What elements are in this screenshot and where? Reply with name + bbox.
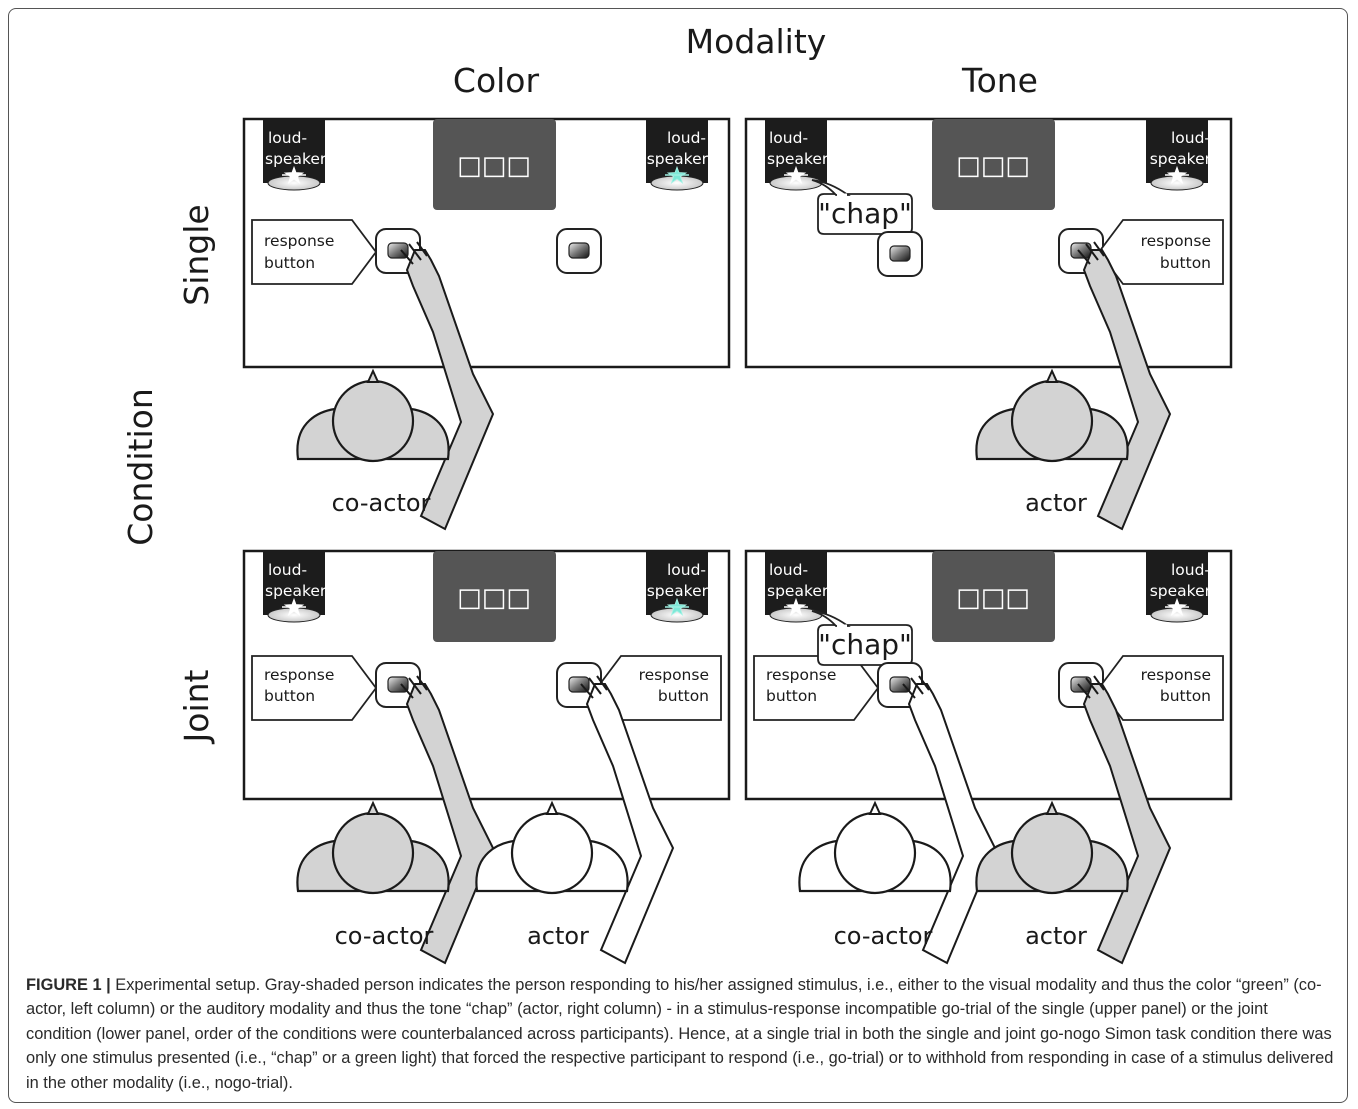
loudspeaker-right: loud- speaker — [1145, 550, 1212, 623]
loudspeaker-right: loud- speaker — [645, 550, 709, 623]
svg-text:speaker: speaker — [767, 582, 829, 600]
svg-text:speaker: speaker — [265, 150, 327, 168]
column-title-tone: Tone — [961, 61, 1038, 100]
svg-text:speaker: speaker — [767, 150, 829, 168]
screen-squares: □□□ — [956, 151, 1030, 181]
loudspeaker-right: loud- speaker — [645, 118, 709, 191]
panel-joint-tone: □□□ loud- speaker loud- speaker response… — [744, 549, 1233, 801]
svg-text:speaker: speaker — [265, 582, 327, 600]
svg-text:response: response — [1141, 232, 1211, 250]
co-actor-person — [798, 801, 952, 895]
co-actor-person — [296, 369, 450, 463]
experimental-setup-diagram: Modality Color Tone Condition Single Joi… — [121, 22, 1233, 964]
chap-speech-bubble: "chap" — [811, 179, 913, 235]
svg-text:loud-: loud- — [268, 129, 307, 147]
response-label-right: response button — [1098, 655, 1224, 721]
co-actor-person — [296, 801, 450, 895]
screen — [433, 551, 556, 642]
label-actor: actor — [527, 922, 589, 950]
response-button-left — [877, 231, 923, 277]
svg-text:loud-: loud- — [769, 129, 808, 147]
screen-squares: □□□ — [457, 583, 531, 613]
caption-label: FIGURE 1 | — [26, 976, 111, 994]
label-co-actor: co-actor — [332, 489, 431, 517]
svg-text:speaker: speaker — [1150, 150, 1212, 168]
svg-text:button: button — [264, 687, 315, 705]
screen — [433, 119, 556, 210]
svg-text:button: button — [1160, 254, 1211, 272]
screen-squares: □□□ — [956, 583, 1030, 613]
svg-text:speaker: speaker — [647, 150, 709, 168]
screen — [932, 551, 1055, 642]
svg-text:response: response — [264, 232, 334, 250]
column-title-color: Color — [453, 61, 540, 100]
actor-person — [475, 801, 629, 895]
panel-single-tone: □□□ loud- speaker loud- speaker "chap" r… — [744, 117, 1233, 369]
label-actor: actor — [1025, 489, 1087, 517]
svg-text:button: button — [766, 687, 817, 705]
response-label-right: response button — [596, 655, 722, 721]
row-title-joint: Joint — [177, 669, 216, 744]
figure-frame — [8, 8, 1348, 1103]
svg-text:response: response — [639, 666, 709, 684]
panel-single-color: □□□ loud- speaker loud- speaker response… — [242, 117, 731, 369]
response-label: response button — [1098, 219, 1224, 285]
screen — [932, 119, 1055, 210]
svg-text:button: button — [1160, 687, 1211, 705]
response-button-right — [556, 228, 602, 274]
svg-text:"chap": "chap" — [818, 197, 912, 230]
loudspeaker-right: loud- speaker — [1145, 118, 1212, 191]
svg-text:"chap": "chap" — [818, 628, 912, 661]
response-label-left: response button — [251, 655, 377, 721]
response-label: response button — [251, 219, 377, 285]
chap-speech-bubble: "chap" — [811, 610, 913, 666]
screen-squares: □□□ — [457, 151, 531, 181]
figure-caption: FIGURE 1 | Experimental setup. Gray-shad… — [26, 973, 1336, 1095]
loudspeaker-left: loud- speaker — [262, 118, 327, 191]
loudspeaker-left: loud- speaker — [764, 118, 829, 191]
panel-joint-color: □□□ loud- speaker loud- speaker response… — [242, 549, 731, 801]
svg-text:loud-: loud- — [667, 561, 706, 579]
svg-text:loud-: loud- — [769, 561, 808, 579]
loudspeaker-left: loud- speaker — [262, 550, 327, 623]
label-co-actor: co-actor — [335, 922, 434, 950]
label-co-actor: co-actor — [834, 922, 933, 950]
row-axis-condition: Condition — [121, 388, 160, 545]
caption-text: Experimental setup. Gray-shaded person i… — [26, 976, 1334, 1092]
svg-text:loud-: loud- — [1171, 561, 1210, 579]
svg-text:loud-: loud- — [268, 561, 307, 579]
svg-text:button: button — [264, 254, 315, 272]
svg-text:speaker: speaker — [647, 582, 709, 600]
svg-text:loud-: loud- — [667, 129, 706, 147]
svg-text:button: button — [658, 687, 709, 705]
svg-text:response: response — [1141, 666, 1211, 684]
svg-text:response: response — [766, 666, 836, 684]
response-label-left: response button — [753, 655, 879, 721]
svg-text:loud-: loud- — [1171, 129, 1210, 147]
modality-title: Modality — [686, 22, 827, 61]
svg-text:speaker: speaker — [1150, 582, 1212, 600]
label-actor: actor — [1025, 922, 1087, 950]
actor-person — [975, 369, 1129, 463]
loudspeaker-left: loud- speaker — [764, 550, 829, 623]
actor-person — [975, 801, 1129, 895]
svg-text:response: response — [264, 666, 334, 684]
row-title-single: Single — [177, 204, 216, 305]
